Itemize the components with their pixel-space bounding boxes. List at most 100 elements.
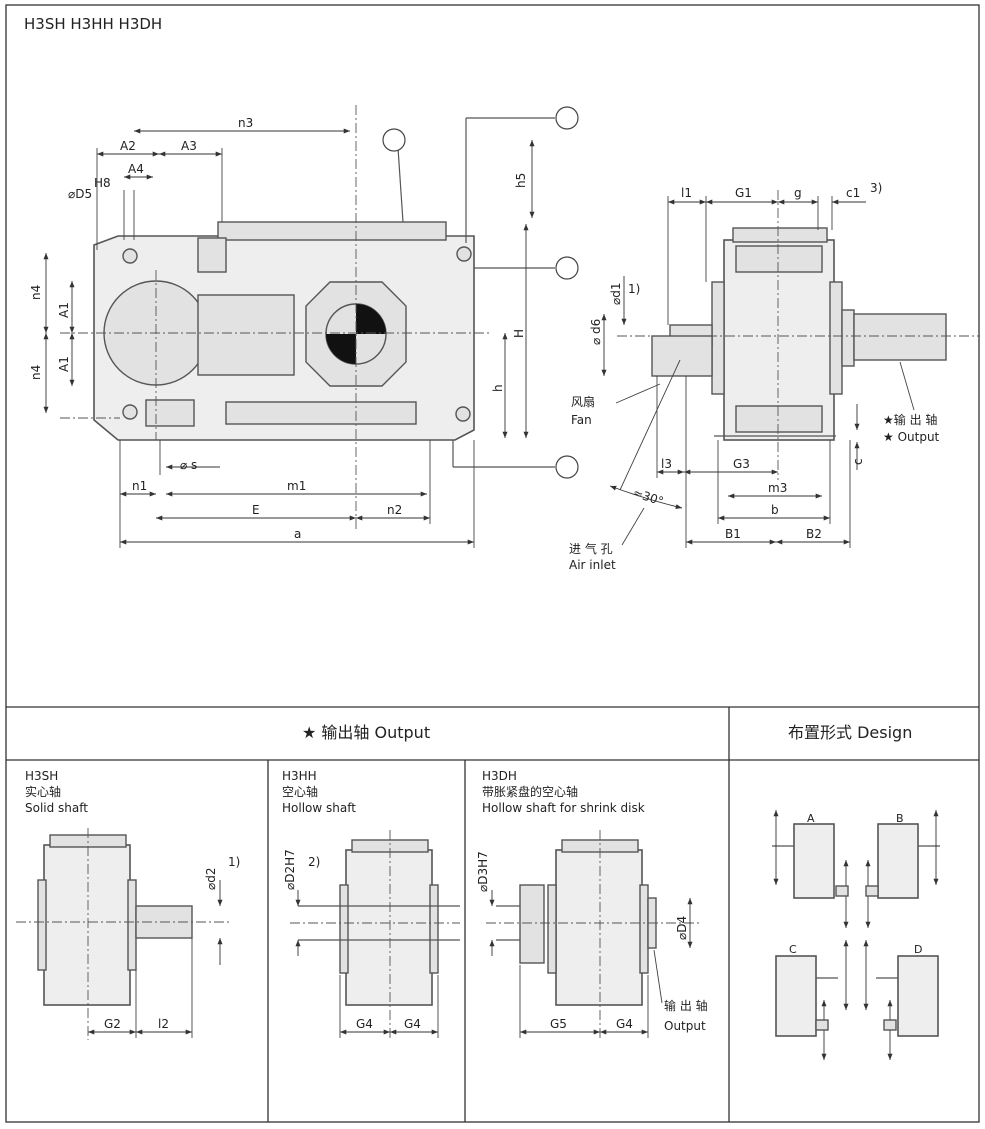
dim-d1: ⌀d1 [609, 283, 623, 305]
shrink-disk [519, 884, 545, 964]
h3dh-en: Hollow shaft for shrink disk [482, 801, 645, 815]
h3dh-out-cn: 输 出 轴 [664, 998, 708, 1013]
h3hh-en: Hollow shaft [282, 801, 356, 815]
dim-h5: h5 [514, 173, 528, 188]
design-D: D [914, 943, 922, 956]
design-B: B [896, 812, 904, 825]
outer-frame [5, 4, 980, 1123]
h3dh-code: H3DH [482, 769, 517, 783]
top-cover [217, 221, 447, 241]
note-3: 3) [870, 181, 882, 195]
dim-g: g [794, 186, 802, 200]
dim-d6: ⌀ d6 [589, 319, 603, 345]
mounting-hole [122, 404, 138, 420]
dim-n2: n2 [387, 503, 402, 517]
h3sh-en: Solid shaft [25, 801, 88, 815]
fan-en: Fan [571, 413, 592, 427]
h3hh-d2h7: ⌀D2H7 [283, 849, 297, 890]
dim-B2: B2 [806, 527, 822, 541]
dim-l3: l3 [661, 457, 672, 471]
h3sh-l2: l2 [158, 1017, 169, 1031]
dim-h: h [491, 384, 505, 392]
dim-a1-bottom: A1 [57, 356, 71, 372]
dim-H: H [512, 329, 526, 338]
left-flange [711, 281, 725, 395]
shaft-quadrant [356, 304, 386, 334]
h3hh-G4b: G4 [404, 1017, 421, 1031]
side-top-cover [732, 227, 828, 243]
h3sh-note: 1) [228, 855, 240, 869]
dim-l1: l1 [681, 186, 692, 200]
dim-a2: A2 [120, 139, 136, 153]
dim-a4: A4 [128, 162, 144, 176]
dim-n4-bottom: n4 [29, 365, 43, 380]
intermediate-housing [197, 294, 295, 376]
h3hh-housing [345, 849, 433, 1006]
dim-B1: B1 [725, 527, 741, 541]
h3sh-d2: ⌀d2 [204, 868, 218, 890]
h3hh-cn: 空心轴 [282, 784, 318, 799]
dim-n4-top: n4 [29, 285, 43, 300]
design-A: A [807, 812, 815, 825]
h3sh-code: H3SH [25, 769, 58, 783]
shaft-quadrant [326, 334, 356, 364]
oil-dipstick-icon [382, 128, 406, 152]
design-arrangements: A B C D [772, 810, 940, 1060]
dim-c: c [851, 458, 865, 465]
output-shaft [853, 313, 947, 361]
air-inlet-cn: 进 气 孔 [569, 541, 613, 556]
dim-n3: n3 [238, 116, 253, 130]
dim-E: E [252, 503, 260, 517]
dim-s: ⌀ s [180, 458, 197, 472]
oil-drain-icon [555, 455, 579, 479]
panel-h3sh: H3SH 实心轴 Solid shaft ⌀d2 1) G2 l2 [16, 769, 240, 1040]
dim-a3: A3 [181, 139, 197, 153]
foot-block [145, 399, 195, 427]
fan [651, 335, 713, 377]
dim-G3: G3 [733, 457, 750, 471]
dim-h8: H8 [94, 176, 111, 190]
dim-m1: m1 [287, 479, 306, 493]
h3dh-cn: 带胀紧盘的空心轴 [482, 784, 578, 799]
oil-fill-icon [555, 256, 579, 280]
output-en: ★ Output [883, 430, 940, 444]
breather-icon [555, 106, 579, 130]
dim-G1: G1 [735, 186, 752, 200]
note-1: 1) [628, 282, 640, 296]
h3dh-out-en: Output [664, 1019, 706, 1033]
h3dh-G5: G5 [550, 1017, 567, 1031]
lifting-lug [197, 237, 227, 273]
page-title: H3SH H3HH H3DH [24, 15, 162, 33]
panel-h3hh: H3HH 空心轴 Hollow shaft ⌀D2H7 2) G4 G4 [282, 769, 460, 1040]
air-inlet-en: Air inlet [569, 558, 616, 572]
dim-a1-top: A1 [57, 302, 71, 318]
dim-c1: c1 [846, 186, 860, 200]
dim-n1: n1 [132, 479, 147, 493]
dim-m3: m3 [768, 481, 787, 495]
bottom-rail [225, 401, 417, 425]
h3dh-housing [555, 849, 643, 1006]
side-view: l1 G1 g c1 3) ⌀d1 1) ⌀ d6 风扇 Fan ★输 出 轴 … [569, 181, 980, 572]
h3hh-note: 2) [308, 855, 320, 869]
fan-cn: 风扇 [571, 394, 595, 409]
h3dh-G4: G4 [616, 1017, 633, 1031]
output-section-heading: ★ 输出轴 Output [302, 723, 430, 742]
design-C: C [789, 943, 797, 956]
angle-label: ≈30° [631, 486, 665, 509]
output-cn: ★输 出 轴 [883, 412, 937, 427]
mounting-hole [122, 248, 138, 264]
h3dh-d4: ⌀D4 [675, 916, 689, 940]
h3dh-d3h7: ⌀D3H7 [476, 851, 490, 892]
design-section-heading: 布置形式 Design [788, 723, 912, 742]
panel-h3dh: H3DH 带胀紧盘的空心轴 Hollow shaft for shrink di… [476, 769, 708, 1040]
dim-a: a [294, 527, 301, 541]
dim-d5: ⌀D5 [68, 187, 92, 201]
h3sh-G2: G2 [104, 1017, 121, 1031]
mounting-hole [456, 246, 472, 262]
h3sh-cn: 实心轴 [25, 784, 61, 799]
h3sh-housing [43, 844, 131, 1006]
mounting-hole [455, 406, 471, 422]
h3hh-code: H3HH [282, 769, 317, 783]
